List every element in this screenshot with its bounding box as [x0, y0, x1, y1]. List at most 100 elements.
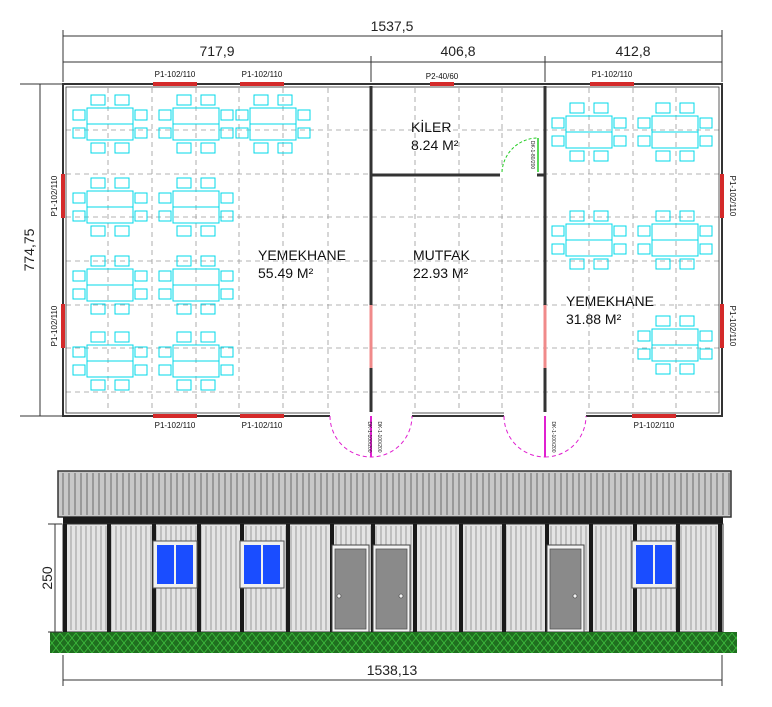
- chair: [114, 177, 130, 189]
- ground-hatch-line: [179, 632, 197, 653]
- ground-hatch-line: [651, 632, 669, 653]
- chair: [200, 94, 216, 106]
- chair: [176, 331, 192, 343]
- door-panel: [334, 548, 367, 630]
- chair: [655, 102, 671, 114]
- chair: [569, 258, 585, 270]
- chair: [176, 94, 192, 106]
- ground-hatch-line: [627, 632, 645, 653]
- window-opening: [430, 82, 454, 86]
- window-label: P1-102/110: [592, 70, 633, 79]
- window-label: P1-102/110: [634, 421, 675, 430]
- window-label: P1-102/110: [242, 70, 283, 79]
- ground-hatch-line: [107, 632, 125, 653]
- window-opening: [61, 174, 65, 218]
- outer-wall: [62, 83, 723, 417]
- chair-side: [134, 270, 148, 282]
- dining-table-set: [551, 102, 627, 162]
- window-glass-right: [655, 545, 672, 584]
- chair: [176, 142, 192, 154]
- elevation-door: [331, 544, 370, 633]
- chair-side: [613, 225, 627, 237]
- ground-hatch-line: [411, 632, 429, 653]
- facade-post: [459, 524, 463, 632]
- door-handle: [572, 593, 578, 599]
- elevation-window: [631, 540, 677, 589]
- room-name-kitchen: MUTFAK: [413, 247, 470, 263]
- chair-side: [551, 243, 565, 255]
- chair-side: [134, 346, 148, 358]
- roof-ribs: [62, 473, 730, 515]
- window-opening: [720, 304, 724, 348]
- ground-hatch-line: [459, 632, 477, 653]
- ground-hatch-line: [315, 632, 333, 653]
- dining-table-set: [637, 102, 713, 162]
- ground-hatch-line: [483, 632, 501, 653]
- window-opening: [153, 82, 197, 86]
- facade-post: [676, 524, 680, 632]
- chair-side: [134, 192, 148, 204]
- chair: [114, 379, 130, 391]
- chair-side: [637, 225, 651, 237]
- room-name-dining-1: YEMEKHANE: [258, 247, 346, 263]
- chair-side: [158, 346, 172, 358]
- ground-hatch-line: [595, 632, 613, 653]
- chair: [176, 225, 192, 237]
- ground-hatch-line: [419, 632, 437, 653]
- chair-side: [235, 109, 249, 121]
- dining-table-set: [72, 331, 148, 391]
- door-label: DK-1-100/200: [550, 421, 556, 452]
- elevation-window: [239, 540, 285, 589]
- ground-hatch-line: [355, 632, 373, 653]
- chair: [114, 94, 130, 106]
- window-opening: [590, 82, 634, 86]
- ground-hatch-line: [203, 632, 221, 653]
- facade-post: [718, 524, 722, 632]
- room-area-pantry: 8.24 M²: [411, 137, 459, 153]
- chair: [114, 303, 130, 315]
- elevation-windows: [152, 540, 677, 589]
- ground-hatch-line: [691, 632, 709, 653]
- chair: [200, 177, 216, 189]
- chair-side: [72, 210, 86, 222]
- chair: [655, 258, 671, 270]
- chair-side: [637, 243, 651, 255]
- chair-side: [637, 330, 651, 342]
- chair-side: [637, 135, 651, 147]
- window-label: P1-102/110: [728, 176, 737, 217]
- chair: [90, 379, 106, 391]
- ground-hatch-line: [475, 632, 493, 653]
- chair-side: [699, 225, 713, 237]
- chair-side: [72, 288, 86, 300]
- ground-hatch-line: [171, 632, 189, 653]
- ground-hatch-line: [619, 632, 637, 653]
- depth-label: 774,75: [21, 228, 37, 271]
- window-opening: [632, 414, 676, 418]
- ground-hatch-line: [675, 632, 693, 653]
- door-gap-pantry: [500, 172, 537, 178]
- ground-hatch-line: [403, 632, 421, 653]
- window-label: P1-102/110: [50, 175, 59, 216]
- chair-side: [220, 192, 234, 204]
- chair: [90, 255, 106, 267]
- chair-side: [551, 225, 565, 237]
- ground-hatch-line: [115, 632, 133, 653]
- chair: [114, 225, 130, 237]
- facade-post: [286, 524, 290, 632]
- facade-post: [63, 524, 67, 632]
- ground-hatch-line: [131, 632, 149, 653]
- ground-hatch-line: [699, 632, 717, 653]
- chair: [277, 94, 293, 106]
- door-swing-arc: [544, 415, 587, 458]
- chair: [655, 210, 671, 222]
- dining-table-set: [158, 94, 234, 154]
- chair: [90, 177, 106, 189]
- ground-hatch-line: [379, 632, 397, 653]
- ground-hatch-line: [291, 632, 309, 653]
- ground-hatch-line: [50, 639, 61, 653]
- chair-side: [158, 288, 172, 300]
- ground-strip: [50, 632, 737, 653]
- chair-side: [134, 364, 148, 376]
- ground-hatch-line: [435, 632, 453, 653]
